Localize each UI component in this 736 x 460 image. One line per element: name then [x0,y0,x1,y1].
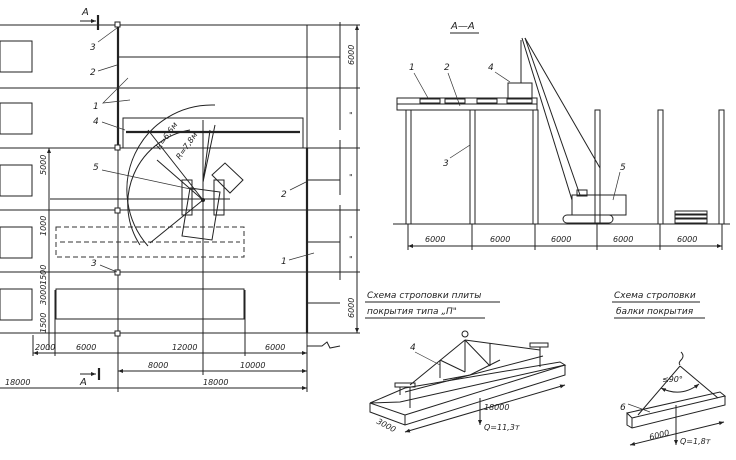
drawing-label: " [349,235,353,244]
adjacent-slabs-right [307,179,341,349]
drawing-label: 12000 [172,343,197,352]
slab-scheme-title: Схема строповки плиты [367,291,481,301]
section-callouts: 1 2 3 4 5 [409,63,626,201]
drawing-label: " [349,255,353,264]
drawing-label: 3 [91,259,97,269]
drawing-label: 1000 [39,216,48,236]
left-dimensions: 5000 1000 1500 3000 1500 [39,148,51,350]
crane-section [520,37,627,224]
drawing-label: 2 [444,63,450,73]
drawing-label: балки покрытия [616,307,694,317]
drawing-label: 4 [488,63,494,73]
stored-slab [55,288,245,320]
right-dimensions: 6000 " " " " 6000 [347,25,359,333]
section-title: А—А [450,21,475,32]
bottom-dimensions: 2000 6000 12000 6000 8000 10000 18000 18… [0,290,307,390]
beam-scheme-title: Схема строповки [614,291,696,301]
drawing-label: 2 [90,68,96,78]
slab-on-ground-dashed [55,226,245,258]
beam-slinging-scheme: Схема строповки балки покрытия ≤90° 6 Q=… [612,291,727,446]
drawing-label: A [81,7,89,18]
drawing-label: Q=1,8т [680,437,711,446]
drawing-label: 3 [90,43,96,53]
plan-callouts: 3 2 1 4 5 2 3 1 [90,27,315,273]
drawing-label: 6000 [347,298,356,318]
drawing-label: 1500 [39,313,48,333]
drawing-label: 2 [281,190,287,200]
drawing-label: 6000 [613,235,633,244]
drawing-label: покрытия типа „П" [367,307,457,317]
drawing-label: 6 [620,403,626,413]
crane-tracks [562,214,614,224]
boom-arc-large [126,104,216,247]
drawing-label: 6000 [347,45,356,65]
drawing-label: 4 [93,117,99,127]
drawing-label: 6000 [265,343,285,352]
adjacent-slabs-left [0,40,33,321]
lifted-slab [507,82,533,99]
drawing-label: ≤90° [662,375,683,384]
section-mark-bottom: A [79,368,101,388]
drawing-label: 5000 [39,155,48,175]
section-mark-top: A [80,7,100,30]
columns [114,21,121,337]
drawing-label: " [349,173,353,182]
drawing-label: 6000 [425,235,445,244]
drawing-label: 3000 [39,285,48,305]
drawing-label: 3 [443,159,449,169]
drawing-label: 6000 [490,235,510,244]
placed-slab [122,117,304,149]
drawing-label: 6000 [677,235,697,244]
drawing-label: Q=11,3т [484,423,520,432]
drawing-label: 1500 [39,265,48,285]
crane-plan [126,104,244,247]
section-a-a: А—А 1 [393,21,730,250]
roof-structure [396,82,538,111]
drawing-label: 1 [281,257,287,267]
radius-large-label: R=7,8м [174,131,199,162]
drawing-label: 1 [93,102,99,112]
drawing-label: 18000 [5,378,30,387]
drawing-label: 18000 [203,378,228,387]
drawing-label: " [349,111,353,120]
drawing-label: 5 [93,163,99,173]
drawing-label: 10000 [240,361,265,370]
drawing-label: 4 [410,343,416,353]
drawing-label: 2000 [35,343,55,352]
section-span-dims: 6000 6000 6000 6000 6000 [407,224,723,250]
plan-view: R=6,6м R=7,8м A A 3 2 1 4 5 2 3 1 5000 1… [0,7,360,392]
drawing-label: 3000 [375,417,397,435]
drawing-label: 1 [409,63,415,73]
drawing-label: 6000 [76,343,96,352]
radius-small-label: R=6,6м [154,121,179,152]
section-columns [405,109,725,225]
slab-3d [369,359,567,426]
drawing-label: 5 [620,163,626,173]
drawing-label: 6000 [551,235,571,244]
drawing-label: 8000 [148,361,168,370]
drawing-label: A [79,377,87,388]
stacked-slabs [674,210,708,224]
slab-slinging-scheme: Схема строповки плиты покрытия типа „П" … [365,291,567,435]
